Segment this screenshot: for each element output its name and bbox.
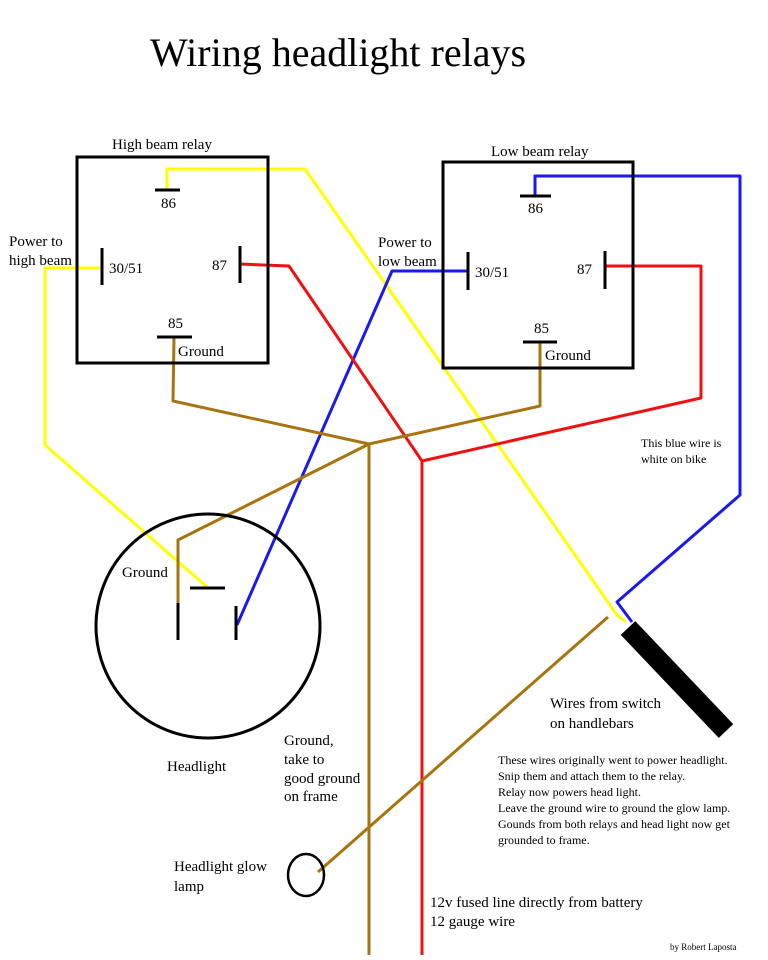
headlight: Ground Headlight: [94, 512, 322, 775]
ground-note-line1: Ground,: [284, 733, 334, 749]
glow-lamp-label-line2: lamp: [174, 879, 204, 895]
fused-line-label-line1: 12v fused line directly from battery: [430, 895, 643, 911]
power-low-beam-label-line1: Power to: [378, 235, 432, 251]
headlight-label: Headlight: [167, 759, 227, 775]
brown-wire-low-ground: [368, 343, 542, 446]
high-beam-relay-label: High beam relay: [112, 137, 212, 153]
high-relay-pin-86-label: 86: [161, 196, 177, 212]
note-line: grounded to frame.: [498, 833, 590, 847]
note-line: Relay now powers head light.: [498, 785, 641, 799]
diagram-title: Wiring headlight relays: [150, 30, 526, 75]
ground-note-line2: take to: [284, 752, 324, 768]
low-relay-ground-label: Ground: [545, 348, 591, 364]
low-beam-relay: Low beam relay 86 30/51 87 85 Ground: [441, 144, 635, 370]
blue-wire-switch: [533, 174, 742, 623]
brown-wire-glow-lamp: [317, 615, 609, 874]
glow-lamp-circle: [286, 852, 326, 898]
low-relay-pin-3051-label: 30/51: [475, 265, 509, 281]
low-relay-pin-86-label: 86: [528, 201, 544, 217]
instruction-notes: These wires originally went to power hea…: [498, 753, 731, 847]
note-line: Gounds from both relays and head light n…: [498, 817, 731, 831]
high-beam-relay: High beam relay 86 30/51 87 85 Ground: [75, 137, 270, 365]
glow-lamp: Headlight glow lamp: [174, 852, 326, 898]
high-beam-relay-box: [75, 155, 270, 365]
note-line: These wires originally went to power hea…: [498, 753, 728, 767]
author-credit: by Robert Laposta: [670, 942, 737, 952]
high-relay-pin-3051-label: 30/51: [109, 261, 143, 277]
wires: [43, 167, 742, 955]
ground-note-line4: on frame: [284, 789, 338, 805]
low-beam-relay-box: [441, 160, 635, 370]
blue-wire-low-beam: [235, 269, 468, 626]
yellow-wire-switch: [165, 167, 627, 624]
high-relay-pin-87-label: 87: [212, 258, 228, 274]
low-beam-relay-label: Low beam relay: [491, 144, 589, 160]
power-low-beam-label-line2: low beam: [378, 254, 437, 270]
headlight-circle: [94, 512, 322, 740]
fused-line-label-line2: 12 gauge wire: [430, 914, 515, 930]
low-relay-pin-87-label: 87: [577, 262, 593, 278]
power-high-beam-label-line1: Power to: [9, 234, 63, 250]
switch-wires-label-line2: on handlebars: [550, 716, 634, 732]
ground-note-line3: good ground: [284, 771, 361, 787]
blue-wire-note-line1: This blue wire is: [641, 436, 722, 450]
switch-wires-label-line1: Wires from switch: [550, 696, 662, 712]
brown-wire-high-ground: [171, 337, 370, 446]
yellow-wire-high-beam: [43, 266, 208, 589]
switch-wire-bundle: [620, 621, 734, 738]
note-line: Snip them and attach them to the relay.: [498, 769, 685, 783]
brown-wire-headlight-ground: [176, 442, 370, 603]
note-line: Leave the ground wire to ground the glow…: [498, 801, 730, 815]
power-high-beam-label-line2: high beam: [9, 253, 72, 269]
red-wire-high-87: [239, 262, 424, 462]
blue-wire-note-line2: white on bike: [641, 452, 706, 466]
headlight-ground-label: Ground: [122, 565, 168, 581]
red-wire-low-87: [421, 264, 703, 463]
high-relay-pin-85-label: 85: [168, 316, 183, 332]
high-relay-ground-label: Ground: [178, 344, 224, 360]
glow-lamp-label-line1: Headlight glow: [174, 859, 267, 875]
low-relay-pin-85-label: 85: [534, 321, 549, 337]
